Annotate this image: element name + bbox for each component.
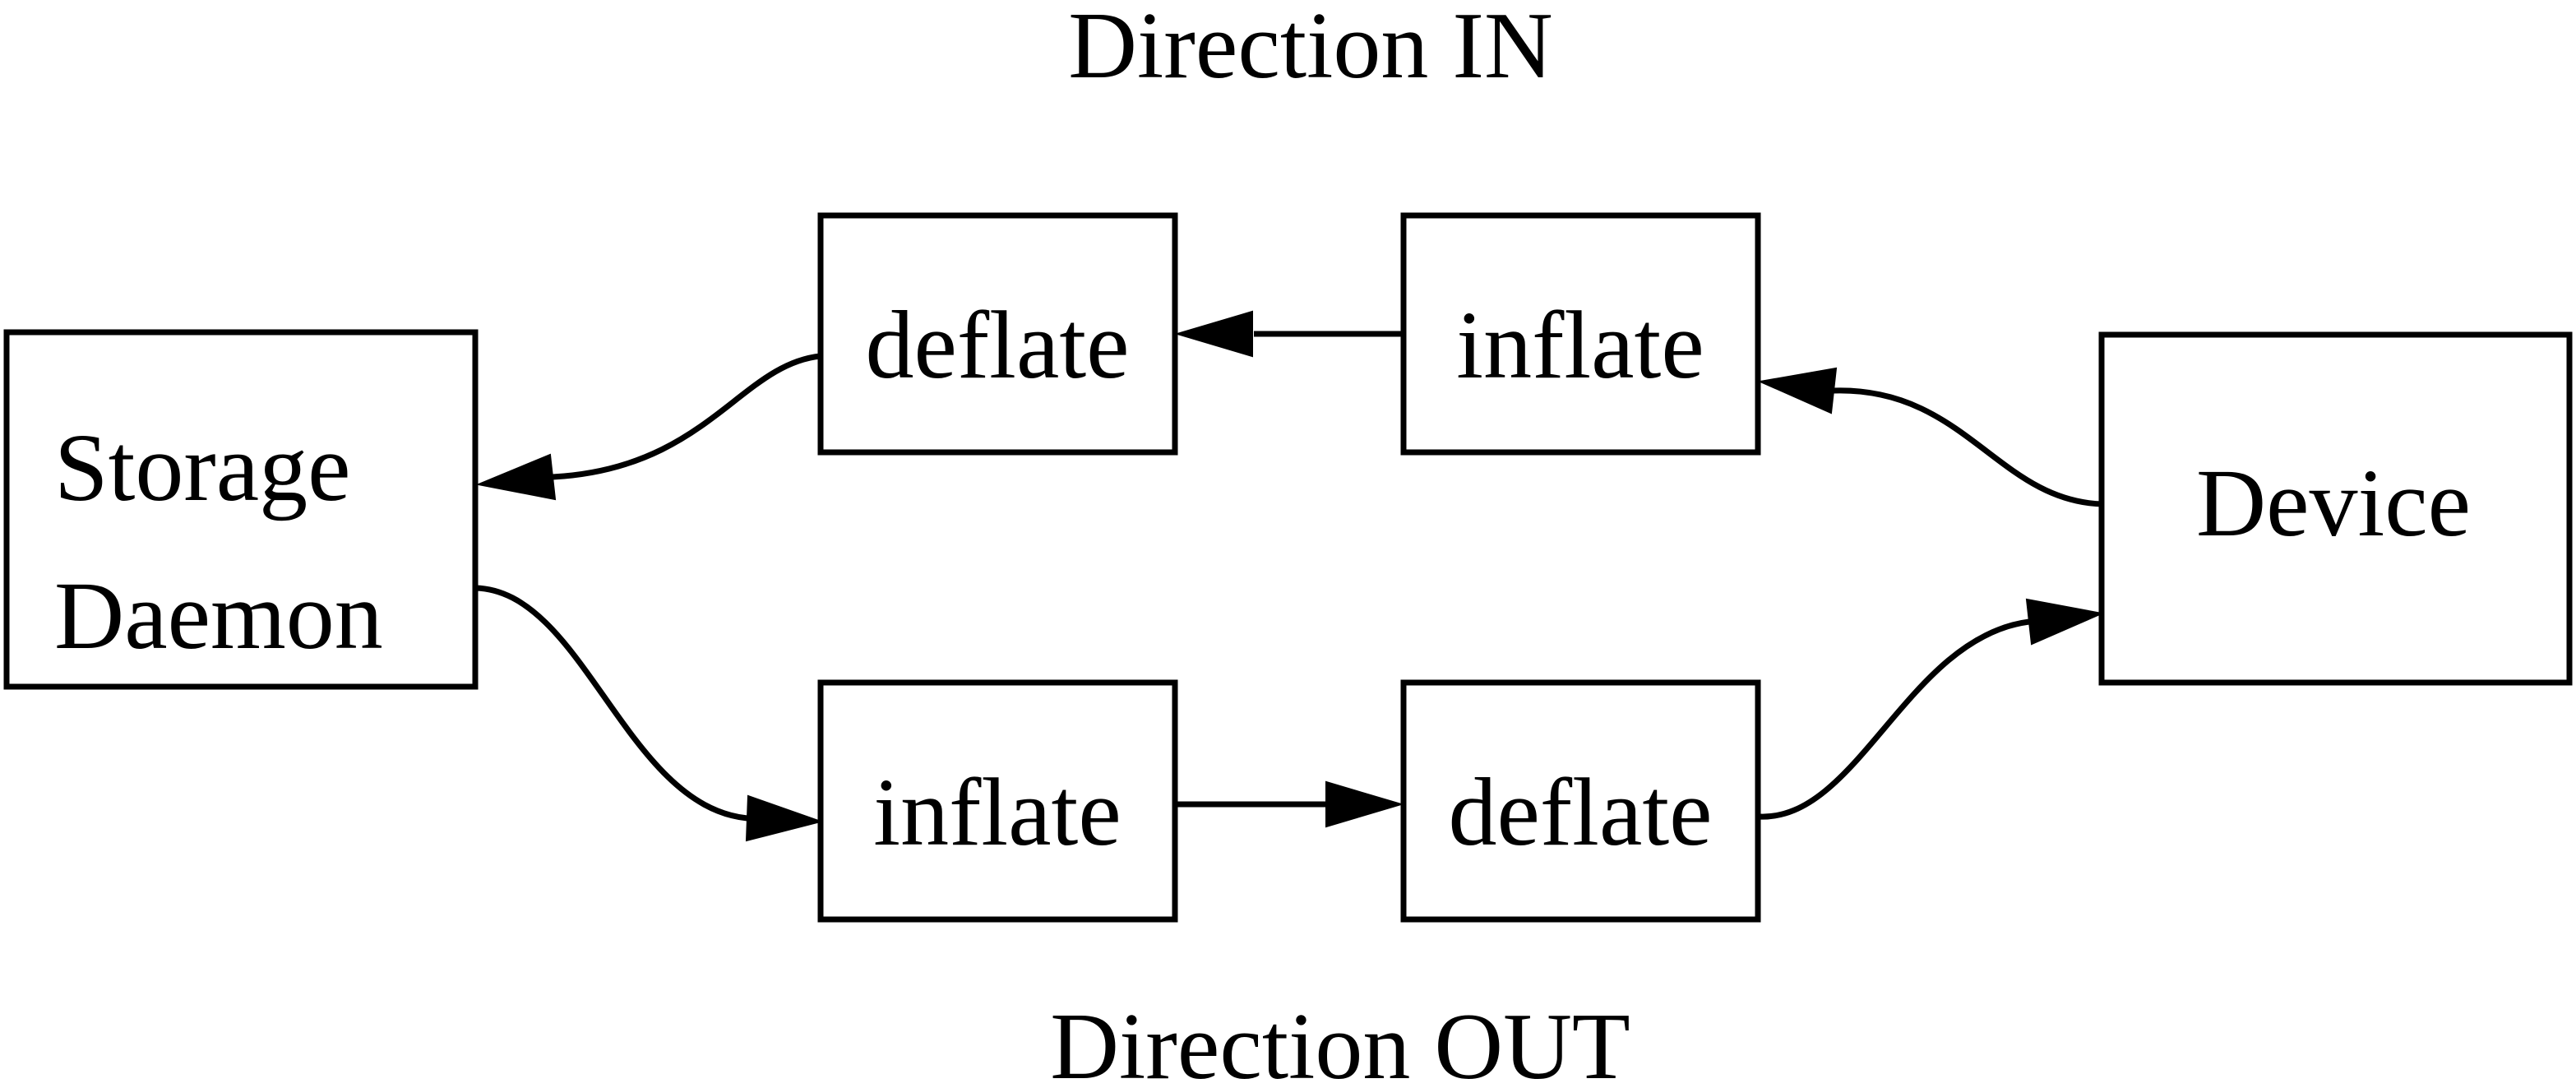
- storage-daemon-label-line2: Daemon: [54, 562, 383, 669]
- inflate-out-label: inflate: [873, 758, 1121, 866]
- direction-out-title: Direction OUT: [1050, 994, 1630, 1088]
- storage-daemon-label-line1: Storage: [54, 414, 350, 521]
- arrowhead-right-icon: [745, 794, 824, 842]
- deflate-in-box: [817, 212, 1178, 456]
- deflate-out-label: deflate: [1449, 758, 1713, 866]
- arrow-inflate-out-to-deflate-out: [1175, 780, 1404, 828]
- device-box: [2098, 331, 2573, 686]
- arrowhead-left-icon: [475, 453, 557, 501]
- inflate-in-box: [1400, 212, 1761, 456]
- arrow-storage-daemon-to-inflate-out: [474, 585, 824, 842]
- arrow-device-to-inflate-in: [1757, 367, 2104, 507]
- arrow-inflate-in-to-deflate-in: [1174, 310, 1404, 358]
- arrowhead-left-icon: [1174, 310, 1253, 358]
- device-label: Device: [2196, 449, 2471, 557]
- arrow-deflate-in-to-storage-daemon: [475, 353, 821, 501]
- arrowhead-right-icon: [1325, 780, 1404, 828]
- arrowhead-right-icon: [2025, 598, 2105, 646]
- deflate-out-box: [1400, 679, 1761, 923]
- deflate-in-label: deflate: [866, 291, 1130, 399]
- arrow-deflate-out-to-device: [1759, 598, 2105, 820]
- inflate-in-label: inflate: [1456, 291, 1704, 399]
- storage-daemon-box: [3, 329, 479, 690]
- inflate-out-box: [817, 679, 1178, 923]
- arrowhead-left-icon: [1757, 367, 1838, 414]
- direction-in-title: Direction IN: [1068, 0, 1552, 99]
